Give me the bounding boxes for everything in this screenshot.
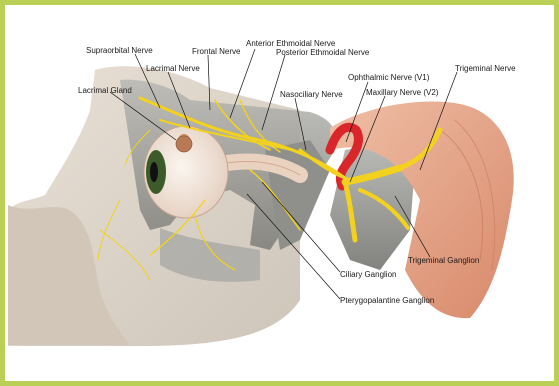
label-posterior-ethmoidal-nerve: Posterior Ethmoidal Nerve (276, 48, 369, 57)
label-supraorbital-nerve: Supraorbital Nerve (86, 46, 153, 55)
lacrimal-gland (176, 136, 192, 152)
label-maxillary-nerve: Maxillary Nerve (V2) (366, 88, 438, 97)
label-anterior-ethmoidal-nerve: Anterior Ethmoidal Nerve (246, 39, 335, 48)
label-pterygopalatine-ganglion: Pterygopalantine Ganglion (340, 296, 434, 305)
label-trigeminal-nerve: Trigeminal Nerve (455, 64, 516, 73)
label-lacrimal-nerve: Lacrimal Nerve (146, 64, 200, 73)
label-frontal-nerve: Frontal Nerve (192, 47, 240, 56)
label-trigeminal-ganglion: Trigeminal Ganglion (408, 256, 479, 265)
label-ciliary-ganglion: Ciliary Ganglion (340, 270, 396, 279)
label-nasociliary-nerve: Nasociliary Nerve (280, 90, 343, 99)
label-lacrimal-gland: Lacrimal Gland (78, 86, 132, 95)
label-ophthalmic-nerve: Ophthalmic Nerve (V1) (348, 73, 429, 82)
